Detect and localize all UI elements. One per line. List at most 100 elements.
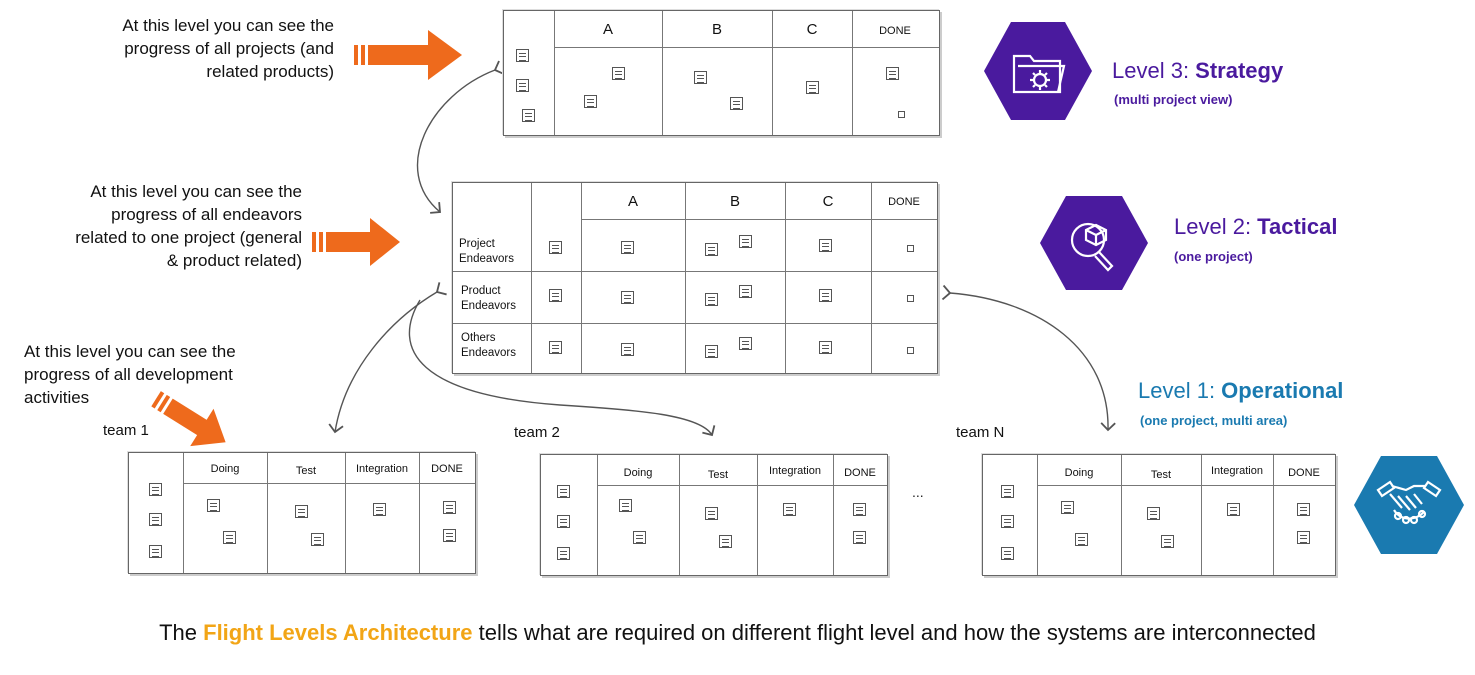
card-note [819, 341, 832, 354]
desc-line: related products) [206, 62, 334, 81]
level1-description: At this level you can see the progress o… [24, 340, 304, 409]
desc-line: progress of all projects (and [124, 39, 334, 58]
card-note [806, 81, 819, 94]
card-note [1001, 515, 1014, 528]
card-note [207, 499, 220, 512]
footer-highlight: Flight Levels Architecture [203, 620, 473, 645]
footer-text: The [159, 620, 204, 645]
orange-arrow-level1 [151, 391, 226, 447]
card-note [516, 49, 529, 62]
card-note [621, 241, 634, 254]
column-header: Doing [623, 467, 653, 479]
column-header: B [729, 193, 740, 210]
box-magnifier-icon [1040, 196, 1148, 290]
level2-title: Level 2: Tactical [1174, 214, 1337, 240]
card-note [1075, 533, 1088, 546]
card-note [1297, 531, 1310, 544]
column-header: Test [295, 465, 317, 477]
team1-label: team 1 [103, 422, 149, 439]
connector-l2-team2 [408, 299, 716, 437]
card-note [819, 289, 832, 302]
card-note [694, 71, 707, 84]
row-header-line: Endeavors [459, 253, 514, 265]
level1-subtitle: (one project, multi area) [1140, 413, 1288, 428]
column-header: Test [1150, 469, 1172, 481]
card-note [612, 67, 625, 80]
tactical-board: A B C DONE Project Endeavors Product End… [452, 182, 938, 374]
level3-subtitle: (multi project view) [1114, 92, 1233, 107]
card-note [783, 503, 796, 516]
level-name: Tactical [1257, 214, 1338, 239]
card-note [557, 485, 570, 498]
handshake-icon [1354, 456, 1464, 554]
desc-line: At this level you can see the [122, 16, 334, 35]
card-note [1001, 485, 1014, 498]
column-header: Test [707, 469, 729, 481]
card-note [1001, 547, 1014, 560]
column-header: DONE [879, 25, 911, 37]
level-prefix: Level 1: [1138, 378, 1222, 403]
card-note [705, 345, 718, 358]
card-note [907, 295, 914, 302]
column-header: Integration [769, 465, 821, 477]
card-note [898, 111, 905, 118]
card-note [522, 109, 535, 122]
teamN-label: team N [956, 424, 1005, 441]
team2-board: Doing Test Integration DONE [540, 454, 888, 576]
card-note [621, 291, 634, 304]
desc-line: & product related) [166, 251, 302, 270]
orange-arrow-level2 [312, 218, 400, 266]
column-header: Doing [1064, 467, 1094, 479]
column-header: Integration [1211, 465, 1263, 477]
level3-description: At this level you can see the progress o… [60, 14, 334, 83]
column-header: DONE [844, 467, 876, 479]
column-header: DONE [431, 463, 463, 475]
row-header-project: Project Endeavors [459, 237, 514, 267]
card-note [853, 531, 866, 544]
more-teams-ellipsis: ... [912, 484, 924, 500]
connector-l3-l2 [416, 60, 505, 214]
card-note [621, 343, 634, 356]
card-note [886, 67, 899, 80]
row-header-others: Others Endeavors [461, 331, 516, 361]
teamN-board: Doing Test Integration DONE [982, 454, 1336, 576]
card-note [739, 235, 752, 248]
row-header-line: Endeavors [461, 347, 516, 359]
footer-caption: The Flight Levels Architecture tells wha… [0, 620, 1475, 646]
card-note [739, 285, 752, 298]
row-header-line: Project [459, 238, 495, 250]
card-note [719, 535, 732, 548]
column-header: A [627, 193, 638, 210]
desc-line: At this level you can see the [24, 342, 236, 361]
card-note [907, 347, 914, 354]
card-note [1227, 503, 1240, 516]
level-prefix: Level 3: [1112, 58, 1196, 83]
connector-l2-team1 [328, 282, 447, 434]
column-header: C [806, 21, 818, 38]
card-note [633, 531, 646, 544]
level-name: Strategy [1195, 58, 1284, 83]
level2-subtitle: (one project) [1174, 249, 1253, 264]
column-header: Doing [210, 463, 240, 475]
card-note [549, 341, 562, 354]
card-note [311, 533, 324, 546]
card-note [549, 241, 562, 254]
team1-board: Doing Test Integration DONE [128, 452, 476, 574]
column-header: Integration [356, 463, 408, 475]
desc-line: related to one project (general [75, 228, 302, 247]
row-header-product: Product Endeavors [461, 284, 516, 314]
column-header: C [822, 193, 834, 210]
level3-title: Level 3: Strategy [1112, 58, 1283, 84]
column-header: B [711, 21, 722, 38]
card-note [295, 505, 308, 518]
level2-description: At this level you can see the progress o… [20, 180, 302, 272]
column-header: DONE [1288, 467, 1320, 479]
desc-line: progress of all development [24, 365, 233, 384]
card-note [149, 483, 162, 496]
row-header-line: Others [461, 332, 496, 344]
row-header-line: Endeavors [461, 300, 516, 312]
card-note [373, 503, 386, 516]
card-note [149, 545, 162, 558]
card-note [223, 531, 236, 544]
card-note [443, 501, 456, 514]
